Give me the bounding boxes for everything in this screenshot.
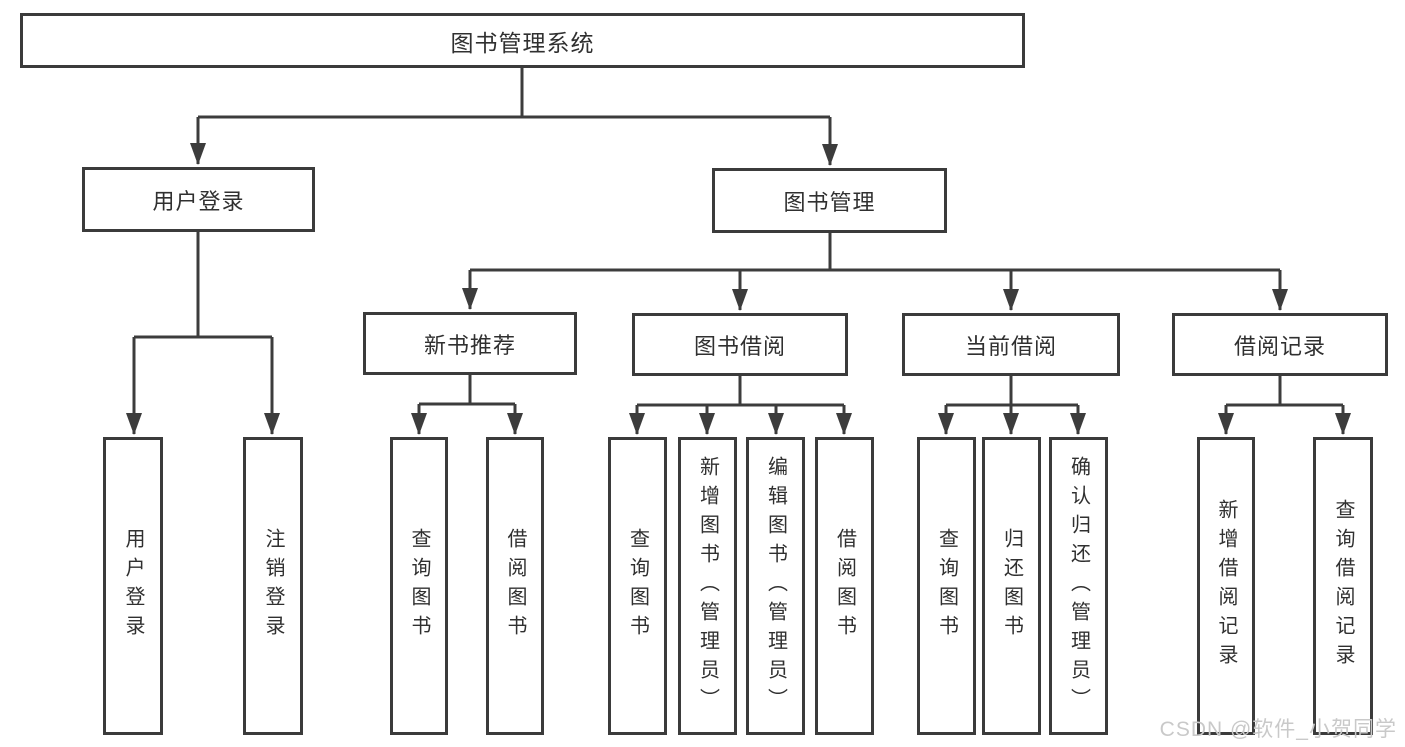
leaf-borrow-books-2-label: 借阅图书: [833, 528, 856, 644]
leaf-query-books-3: 查询图书: [917, 437, 976, 735]
node-new-book-recommend-label: 新书推荐: [423, 332, 516, 358]
node-book-borrow-label: 图书借阅: [693, 333, 786, 359]
leaf-edit-books-admin-label: 编辑图书（管理员）: [764, 455, 787, 717]
leaf-query-books-2-label: 查询图书: [626, 528, 649, 644]
node-borrow-records: 借阅记录: [1172, 313, 1388, 376]
leaf-query-borrow-record-label: 查询借阅记录: [1332, 499, 1354, 673]
node-book-management-group-label: 图书管理: [783, 189, 876, 215]
leaf-add-books-admin: 新增图书（管理员）: [678, 437, 737, 735]
leaf-add-books-admin-label: 新增图书（管理员）: [696, 455, 719, 717]
leaf-return-books-label: 归还图书: [1000, 528, 1023, 644]
node-book-borrow: 图书借阅: [632, 313, 848, 376]
leaf-add-borrow-record-label: 新增借阅记录: [1215, 499, 1237, 673]
node-system-root: 图书管理系统: [20, 13, 1025, 68]
leaf-query-books-2: 查询图书: [608, 437, 667, 735]
leaf-borrow-books-label: 借阅图书: [504, 528, 526, 644]
node-system-root-label: 图书管理系统: [450, 29, 595, 56]
leaf-add-borrow-record: 新增借阅记录: [1197, 437, 1255, 735]
leaf-query-borrow-record: 查询借阅记录: [1313, 437, 1373, 735]
leaf-edit-books-admin: 编辑图书（管理员）: [746, 437, 805, 735]
node-current-borrow-label: 当前借阅: [964, 333, 1057, 359]
node-user-login-group-label: 用户登录: [152, 188, 245, 214]
leaf-query-books-label: 查询图书: [408, 528, 430, 644]
leaf-user-login: 用户登录: [103, 437, 163, 735]
csdn-watermark: CSDN @软件_小贺同学: [1159, 718, 1397, 741]
leaf-borrow-books-2: 借阅图书: [815, 437, 874, 735]
node-new-book-recommend: 新书推荐: [363, 312, 577, 375]
node-borrow-records-label: 借阅记录: [1233, 333, 1326, 359]
leaf-logout: 注销登录: [243, 437, 303, 735]
leaf-return-books: 归还图书: [982, 437, 1041, 735]
leaf-confirm-return-admin: 确认归还（管理员）: [1049, 437, 1108, 735]
node-current-borrow: 当前借阅: [902, 313, 1120, 376]
leaf-query-books: 查询图书: [390, 437, 448, 735]
node-book-management-group: 图书管理: [712, 168, 947, 233]
leaf-borrow-books: 借阅图书: [486, 437, 544, 735]
node-user-login-group: 用户登录: [82, 167, 315, 232]
leaf-query-books-3-label: 查询图书: [935, 528, 958, 644]
leaf-user-login-label: 用户登录: [122, 528, 144, 644]
leaf-confirm-return-admin-label: 确认归还（管理员）: [1067, 455, 1090, 717]
leaf-logout-label: 注销登录: [262, 528, 284, 644]
